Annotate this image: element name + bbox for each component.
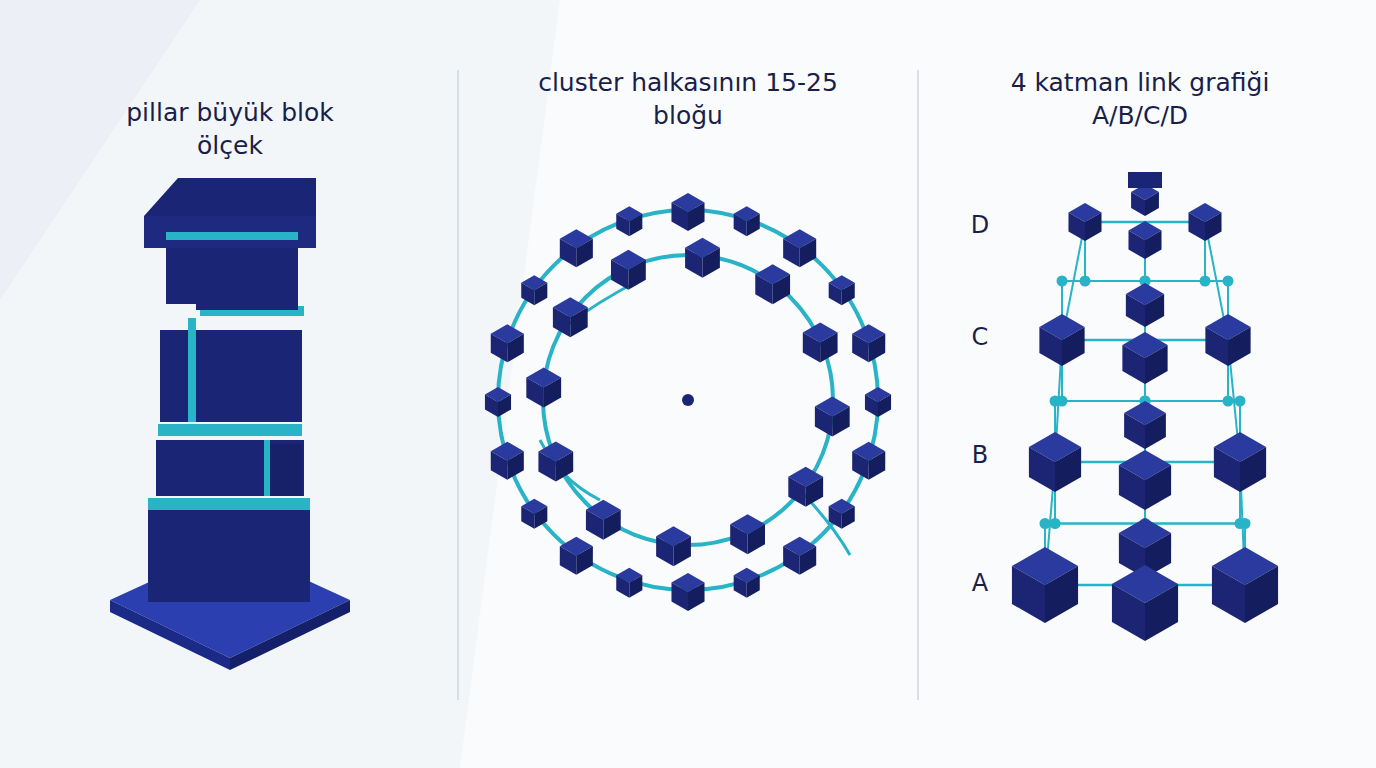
block-cube xyxy=(538,442,573,482)
block-cube xyxy=(1122,332,1167,384)
block-cube xyxy=(671,193,704,231)
graph-links xyxy=(1040,222,1251,585)
block-cube xyxy=(788,467,823,507)
block-cube xyxy=(616,568,642,598)
graph-nodes xyxy=(1012,172,1278,641)
block-cube xyxy=(803,322,838,362)
block-cube xyxy=(611,250,646,290)
cluster-ring xyxy=(485,193,891,611)
block-cube xyxy=(1112,565,1178,641)
block-cube xyxy=(685,238,720,278)
block-cube xyxy=(656,526,691,566)
panel-heading: 4 katman link grafiği A/B/C/D xyxy=(980,66,1300,132)
block-cube xyxy=(1188,203,1221,241)
block-cube xyxy=(1068,203,1101,241)
block-cube xyxy=(1126,283,1164,327)
block-cube xyxy=(1012,547,1078,623)
block-cube xyxy=(783,229,816,267)
layer-letter: D xyxy=(971,211,989,239)
block-cube xyxy=(1124,401,1166,449)
block-cube xyxy=(1131,184,1159,216)
block-cube xyxy=(586,500,621,540)
block-cube xyxy=(783,537,816,575)
block-cube xyxy=(1205,314,1250,366)
layer-letter: C xyxy=(972,323,989,351)
block-cube xyxy=(1039,314,1084,366)
block-cube xyxy=(491,324,524,362)
block-cube xyxy=(730,514,765,554)
block-cube xyxy=(521,499,547,529)
block-cube xyxy=(829,275,855,305)
panel-heading: pillar büyük blok ölçek xyxy=(100,96,360,162)
block-cube xyxy=(1212,547,1278,623)
block-cube xyxy=(852,324,885,362)
block-cube xyxy=(1128,221,1161,259)
block-cube xyxy=(734,206,760,236)
top-block xyxy=(1128,172,1162,188)
block-cube xyxy=(491,442,524,480)
block-cube xyxy=(865,387,891,417)
layer-letter: B xyxy=(972,441,988,469)
block-cube xyxy=(616,206,642,236)
block-cube xyxy=(852,442,885,480)
block-cube xyxy=(521,275,547,305)
layer-graph xyxy=(1012,172,1278,641)
block-cube xyxy=(815,396,850,436)
divider xyxy=(917,70,919,700)
block-cube xyxy=(829,499,855,529)
block-cube xyxy=(526,368,561,408)
block-cube xyxy=(553,297,588,337)
block-cube xyxy=(1214,432,1266,492)
block-cube xyxy=(1029,432,1081,492)
block-cube xyxy=(560,537,593,575)
block-cube xyxy=(485,387,511,417)
divider xyxy=(457,70,459,700)
block-cube xyxy=(755,264,790,304)
layer-letter: A xyxy=(972,569,988,597)
pillar-figure xyxy=(110,178,350,670)
background-facet xyxy=(460,0,1376,768)
panel-heading: cluster halkasının 15-25 bloğu xyxy=(538,66,838,132)
block-cube xyxy=(560,229,593,267)
block-cube xyxy=(671,573,704,611)
block-cube xyxy=(1119,450,1171,510)
block-cube xyxy=(734,568,760,598)
